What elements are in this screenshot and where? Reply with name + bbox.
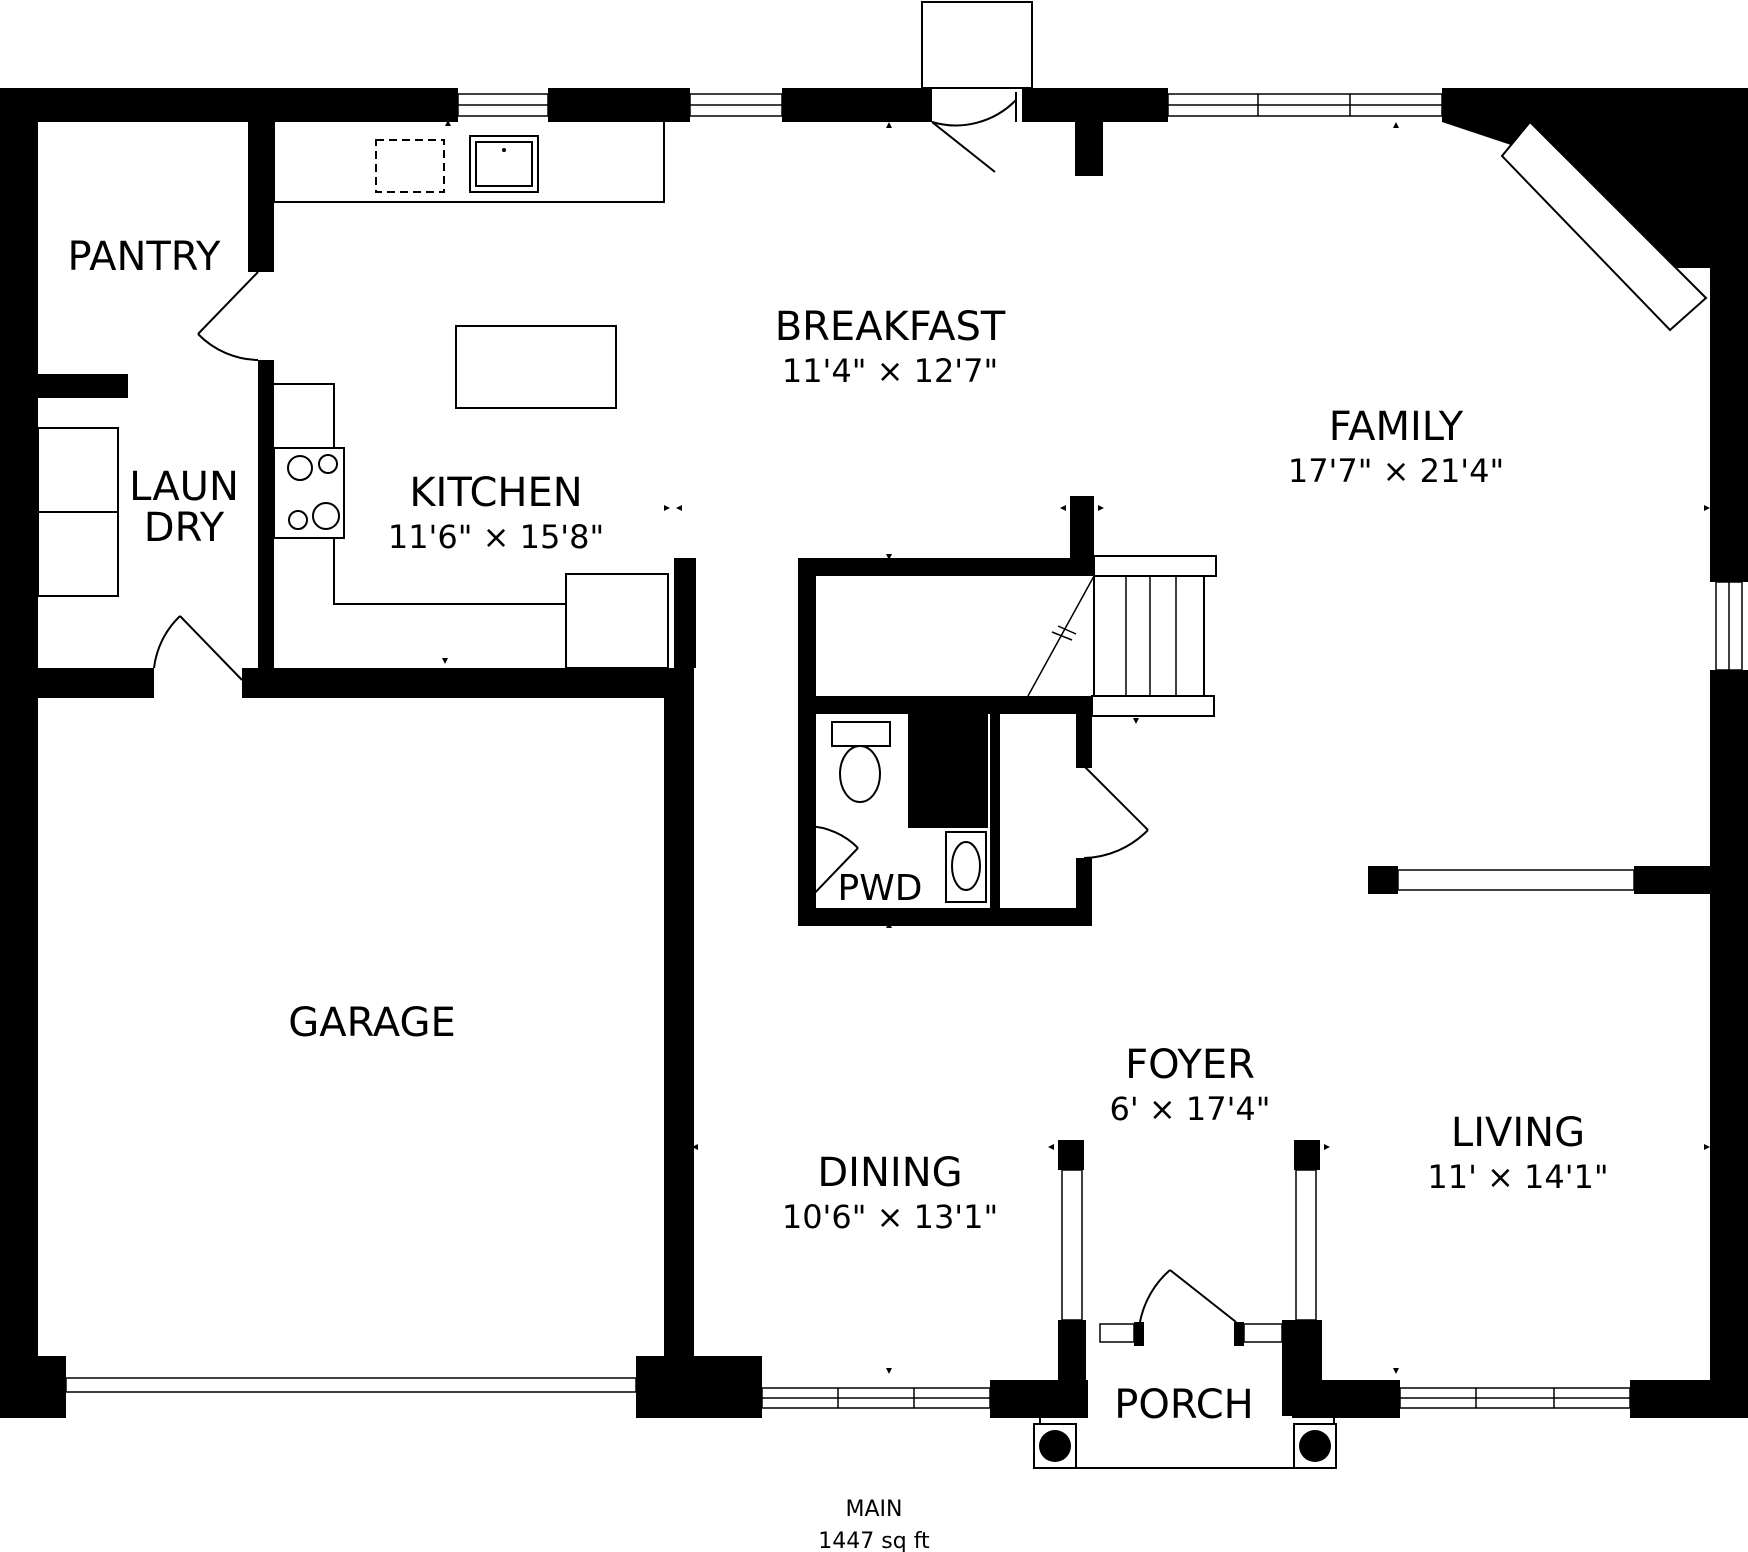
room-label-garage: GARAGE [288,1000,455,1046]
room-dims-kitchen: 11'6" × 15'8" [388,518,604,556]
floor-area: 1447 sq ft [818,1529,930,1552]
exterior-walls [0,88,1748,1418]
room-label-kitchen: KITCHEN [409,470,582,516]
room-label-laundry-line1: LAUN [129,464,239,510]
room-label-pantry: PANTRY [68,234,222,280]
porch [1033,1418,1337,1469]
fireplace [1500,120,1708,332]
room-label-family: FAMILY [1329,404,1464,450]
kitchen-fixtures [273,122,669,669]
room-label-breakfast: BREAKFAST [775,304,1006,350]
room-dims-breakfast: 11'4" × 12'7" [782,352,998,390]
stairs [1027,555,1217,717]
room-dims-family: 17'7" × 21'4" [1288,452,1504,490]
back-door [921,1,1033,173]
room-dims-foyer: 6' × 17'4" [1110,1090,1271,1128]
laundry-appliances [37,427,119,597]
room-label-dining: DINING [817,1150,962,1196]
windows [65,93,1743,1409]
dimension-markers [442,120,1710,1374]
room-label-porch: PORCH [1114,1382,1253,1428]
room-label-laundry-line2: DRY [144,505,225,551]
room-dims-living: 11' × 14'1" [1427,1158,1608,1196]
powder-fixtures [831,721,987,903]
labels: PANTRY LAUN DRY KITCHEN 11'6" × 15'8" BR… [68,234,1609,1552]
room-label-living: LIVING [1451,1110,1585,1156]
floor-label: MAIN [846,1497,903,1522]
room-label-pwd: PWD [837,868,922,909]
room-dims-dining: 10'6" × 13'1" [782,1198,998,1236]
room-label-foyer: FOYER [1125,1042,1255,1088]
interior-walls [38,122,1710,1416]
door-swings [153,271,1283,1346]
